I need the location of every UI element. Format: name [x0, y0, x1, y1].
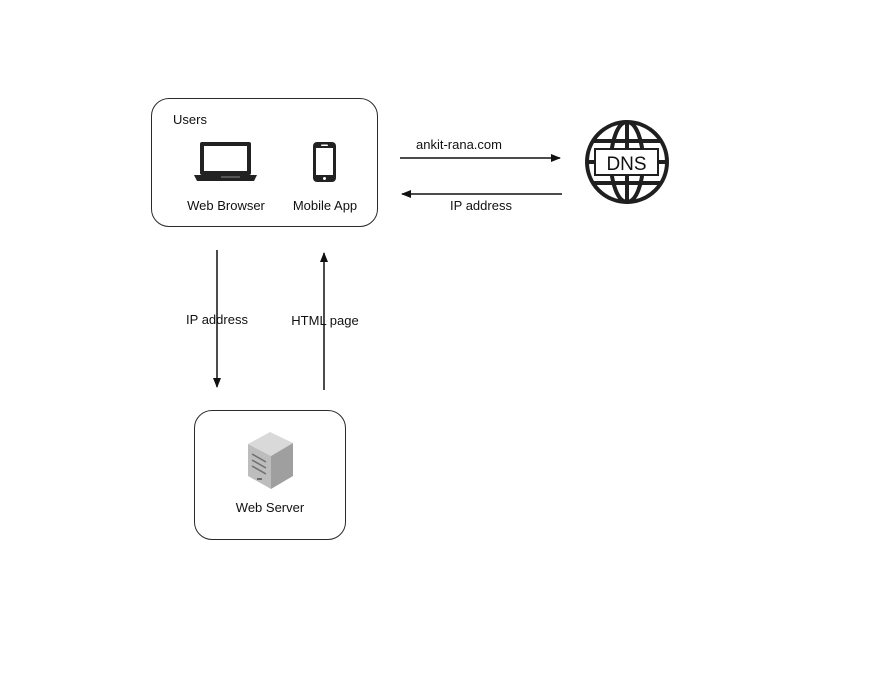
server-tower-icon: [248, 432, 293, 489]
web-server-label: Web Server: [235, 500, 305, 515]
dns-response-label: IP address: [450, 198, 512, 213]
domain-request-label: ankit-rana.com: [416, 137, 502, 152]
mobile-app-label: Mobile App: [292, 198, 358, 213]
dns-label-box: [594, 148, 659, 176]
mobile-phone-icon: [313, 142, 336, 182]
users-group-title: Users: [173, 112, 207, 127]
dns-label: DNS: [606, 154, 646, 175]
users-group-box: [151, 98, 378, 227]
laptop-icon: [194, 142, 257, 181]
server-response-label: HTML page: [291, 313, 359, 328]
web-browser-label: Web Browser: [187, 198, 265, 213]
